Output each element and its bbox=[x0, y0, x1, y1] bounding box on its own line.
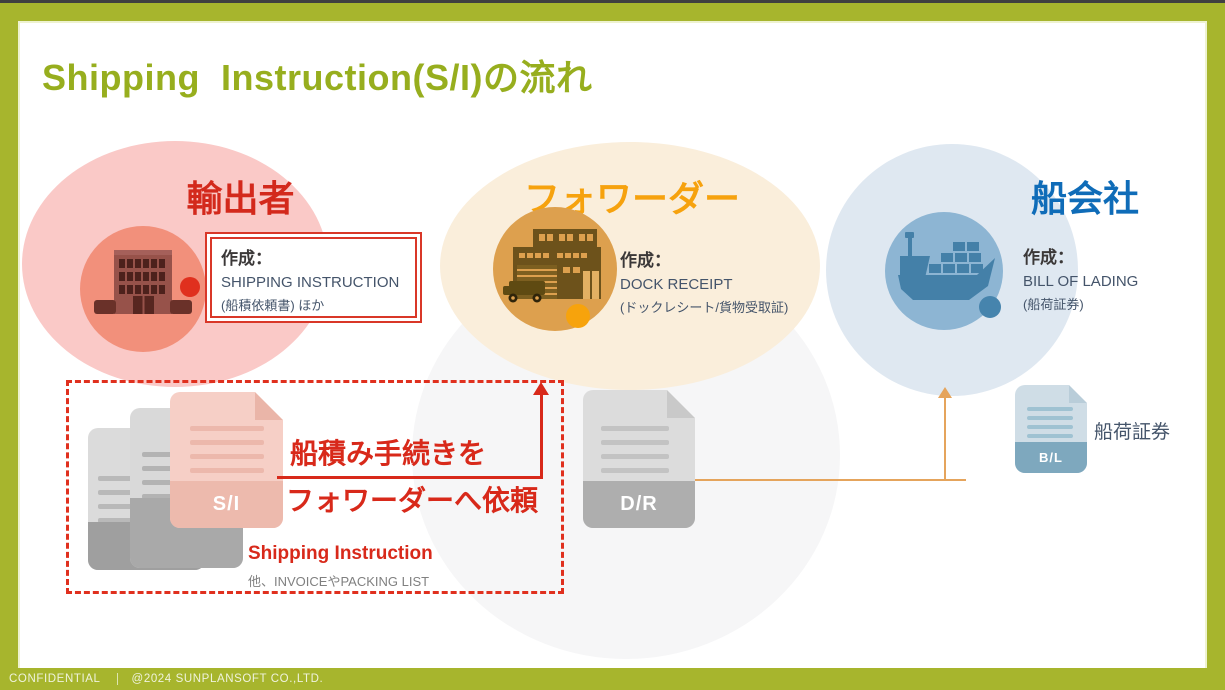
dr-document-label: D/R bbox=[583, 481, 695, 528]
shipping-company-name: 船会社 bbox=[1030, 178, 1139, 219]
exporter-name: 輸出者 bbox=[186, 178, 295, 219]
ship-icon bbox=[898, 232, 995, 300]
exporter-create-box: 作成： SHIPPING INSTRUCTION (船積依頼書) ほか bbox=[205, 232, 422, 323]
shipping-company-create-block: 作成： BILL OF LADING (船荷証券) bbox=[1023, 243, 1205, 313]
shipping-company-document-note: (船荷証券) bbox=[1023, 297, 1084, 312]
si-document-label: S/I bbox=[170, 481, 283, 528]
forwarder-create-block: 作成： DOCK RECEIPT (ドックレシート/貨物受取証) bbox=[620, 246, 860, 316]
bl-document-caption: 船荷証券 bbox=[1094, 422, 1171, 443]
red-arrow-line bbox=[277, 476, 543, 479]
callout-text-line1: 船積み手続きを bbox=[290, 438, 487, 469]
footer-bar: CONFIDENTIAL @2024 SUNPLANSOFT CO.,LTD. bbox=[0, 668, 1225, 690]
building-icon bbox=[94, 250, 192, 314]
callout-note: 他、INVOICEやPACKING LIST bbox=[248, 574, 430, 589]
forwarder-warehouse-icon bbox=[493, 207, 617, 331]
forwarder-document-note: (ドックレシート/貨物受取証) bbox=[620, 300, 789, 315]
si-document: S/I bbox=[170, 392, 283, 528]
orange-arrow-head-icon bbox=[938, 387, 952, 398]
top-strip bbox=[0, 0, 1225, 3]
forwarder-name: フォワーダー bbox=[523, 178, 740, 219]
orange-arrow-line bbox=[695, 479, 966, 481]
forwarder-dot bbox=[566, 304, 590, 328]
document-lines bbox=[190, 426, 264, 482]
forwarder-creates-label: 作成： bbox=[620, 251, 671, 270]
shipping-company-document-name: BILL OF LADING bbox=[1023, 273, 1139, 290]
red-arrow-head-icon bbox=[533, 382, 549, 395]
footer-copyright: @2024 SUNPLANSOFT CO.,LTD. bbox=[131, 673, 324, 685]
page-title: Shipping Instruction(S/I)の流れ bbox=[42, 57, 593, 98]
bl-document-label: B/L bbox=[1015, 442, 1087, 473]
exporter-creates-label: 作成： bbox=[221, 249, 272, 268]
exporter-dot bbox=[180, 277, 200, 297]
dr-document: D/R bbox=[583, 390, 695, 528]
bl-document: B/L bbox=[1015, 385, 1087, 473]
document-lines bbox=[1027, 407, 1073, 443]
document-fold bbox=[1069, 385, 1087, 403]
si-callout-dashed-box bbox=[66, 380, 564, 594]
slide-content: Shipping Instruction(S/I)の流れ 輸出者 作成： S bbox=[20, 23, 1205, 668]
shipping-company-dot bbox=[979, 296, 1001, 318]
orange-arrow-line bbox=[944, 398, 946, 481]
exporter-document-note: (船積依頼書) ほか bbox=[221, 298, 325, 313]
callout-subtitle: Shipping Instruction bbox=[248, 543, 433, 564]
footer-confidential: CONFIDENTIAL bbox=[9, 673, 101, 685]
footer-separator bbox=[116, 673, 118, 685]
warehouse-icon bbox=[503, 229, 601, 303]
exporter-document-name: SHIPPING INSTRUCTION bbox=[221, 274, 400, 291]
shipping-company-creates-label: 作成： bbox=[1023, 248, 1074, 267]
red-arrow-line bbox=[540, 395, 543, 479]
forwarder-document-name: DOCK RECEIPT bbox=[620, 276, 733, 293]
document-lines bbox=[601, 426, 669, 482]
document-lines bbox=[98, 476, 146, 532]
callout-text-line2: フォワーダーへ依頼 bbox=[286, 485, 539, 516]
exporter-building-icon bbox=[80, 226, 206, 352]
